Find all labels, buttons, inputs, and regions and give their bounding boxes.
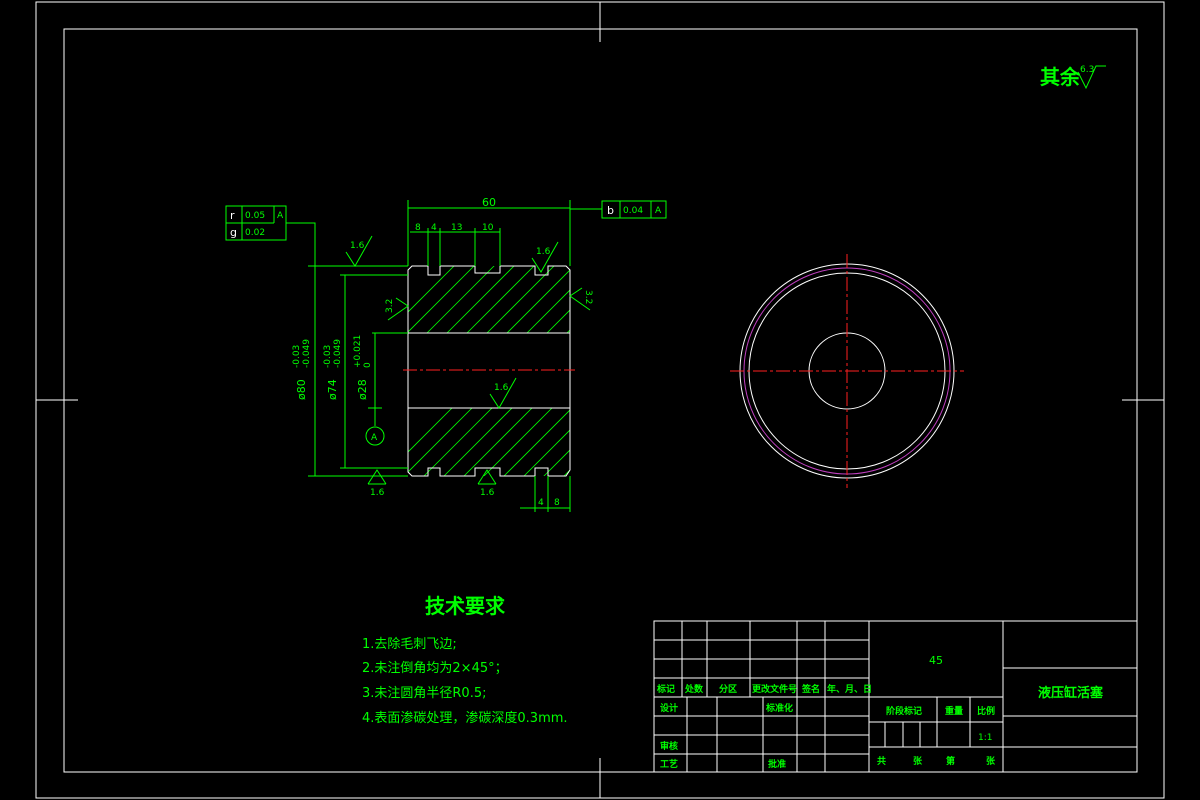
svg-text:1.6: 1.6 [370,488,385,498]
tb-approve: 批准 [768,758,786,770]
default-roughness-value: 6.3 [1080,65,1094,75]
tb-label-count: 处数 [684,683,704,695]
dim-dia80-tol-up: -0.03 [292,345,302,368]
default-roughness: 其余 6.3 [1040,65,1106,90]
tb-label-mark: 标记 [656,683,675,695]
dim-groove-bottom-1: 4 [538,498,544,508]
dim-dia28: ø28 [356,379,369,400]
roughness-bottom-left: 1.6 [367,469,387,498]
svg-text:1.6: 1.6 [494,383,509,393]
tb-part-name: 液压缸活塞 [1038,685,1104,701]
hatch-lower [408,408,570,476]
roughness-bottom-mid: 1.6 [477,469,497,498]
tb-material: 45 [929,654,943,667]
end-view [730,254,964,488]
tech-item-2: 2.未注倒角均为2×45°； [362,661,508,676]
tol-b-datum: A [655,206,662,216]
dim-dia74-tol-lo: -0.049 [333,339,343,368]
roughness-bore: 1.6 [489,377,517,409]
svg-text:3.2: 3.2 [385,299,395,313]
tb-design: 设计 [660,702,678,714]
tol-b-tag: b [607,204,614,217]
tol-b-value: 0.04 [623,206,643,216]
tb-page: 第 [946,755,955,767]
tb-process: 工艺 [660,758,678,770]
dim-groove-3: 13 [451,223,462,233]
dim-groove-4: 10 [482,223,494,233]
tb-standardize: 标准化 [765,702,793,714]
svg-text:1.6: 1.6 [350,241,365,251]
hatch-upper [408,266,570,333]
roughness-left-face: 3.2 [385,297,409,321]
svg-text:1.6: 1.6 [480,488,495,498]
roughness-top-left: 1.6 [345,235,373,267]
tb-check: 审核 [660,740,678,752]
tech-requirements: 技术要求 1.去除毛刺飞边; 2.未注倒角均为2×45°； 3.未注圆角半径R0… [362,594,568,726]
tech-item-3: 3.未注圆角半径R0.5; [362,686,487,701]
dim-groove-1: 8 [415,223,421,233]
tol-r-value: 0.05 [245,211,265,221]
tb-scale: 1:1 [978,733,992,743]
dim-total-length: 60 [482,196,496,209]
tb-label-zone: 分区 [719,683,737,695]
dim-groove-bottom-2: 8 [554,498,560,508]
tol-g-value: 0.02 [245,228,265,238]
tech-item-4: 4.表面渗碳处理，渗碳深度0.3mm. [362,710,568,726]
title-block: 标记 处数 分区 更改文件号 签名 年、月、日 设计 标准化 审核 工艺 批准 … [653,620,1138,773]
dim-dia28-tol-lo: 0 [363,362,373,368]
tb-label-sign: 签名 [801,683,820,695]
tol-r-datum: A [277,211,284,221]
dim-dia28-tol-up: +0.021 [353,335,363,368]
datum-a-marker [365,426,385,446]
tech-item-1: 1.去除毛刺飞边; [362,637,457,652]
tol-r-tag: r [230,209,235,222]
dim-dia80-tol-lo: -0.049 [302,339,312,368]
section-view: 60 8 4 13 10 4 8 ø80 -0.03 -0.049 [225,196,667,512]
tb-sheets: 张 [913,755,923,767]
drawing-frame [63,28,1138,773]
tol-g-tag: g [230,226,237,239]
svg-text:1.6: 1.6 [536,247,551,257]
dim-groove-2: 4 [431,223,437,233]
dim-dia74: ø74 [326,379,339,400]
dim-dia74-tol-up: -0.03 [323,345,333,368]
tb-label-date: 年、月、日 [827,683,872,695]
tech-title: 技术要求 [425,594,506,618]
tb-total: 共 [877,755,886,767]
roughness-right-face: 3.2 [569,287,593,311]
part-outline [407,265,571,477]
svg-text:3.2: 3.2 [583,290,593,304]
dim-dia80: ø80 [295,379,308,400]
tolerance-frame-right: b 0.04 A [570,200,667,219]
tb-ratio: 比例 [977,705,995,717]
tolerance-frame-left: r 0.05 A g 0.02 [225,205,316,266]
default-roughness-label: 其余 [1040,65,1081,89]
tb-stage-mark: 阶段标记 [886,705,922,717]
datum-a-label: A [371,433,378,443]
tb-weight: 重量 [945,705,963,717]
roughness-top-right: 1.6 [531,241,559,273]
tb-label-changefile: 更改文件号 [752,683,797,695]
sheet-border [35,1,1165,799]
tb-sheets2: 张 [986,755,996,767]
